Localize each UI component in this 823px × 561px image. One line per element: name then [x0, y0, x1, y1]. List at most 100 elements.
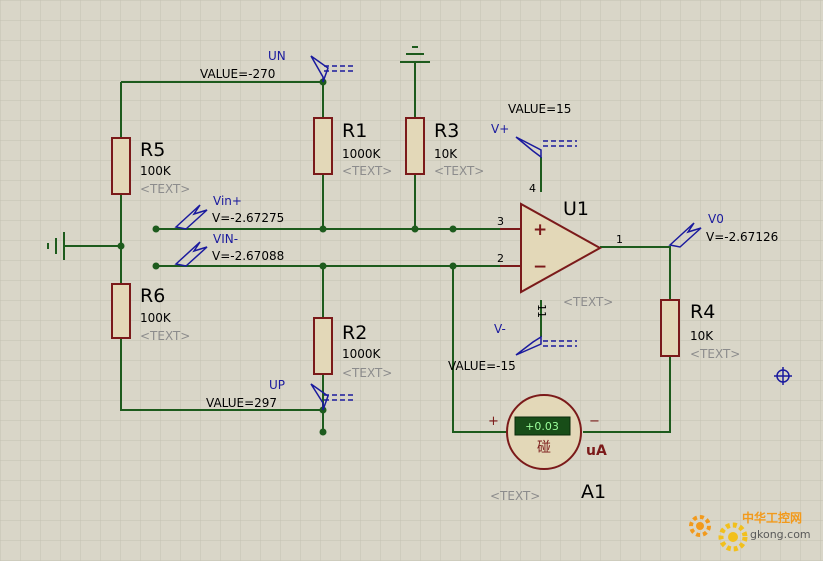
resistor-r1[interactable]: R1 1000K <TEXT>	[313, 117, 392, 178]
opamp-u1[interactable]: + − U1 <TEXT> 3 2 1 4 11	[497, 182, 623, 318]
resistor-r2[interactable]: R2 1000K <TEXT>	[313, 317, 392, 380]
pin-3-label: 3	[497, 215, 504, 228]
terminal-up[interactable]: UP VALUE=297	[206, 378, 356, 411]
r2-ref: R2	[342, 322, 367, 344]
watermark-text: 中华工控网	[742, 510, 802, 525]
terminal-vminus[interactable]: V- VALUE=-15	[448, 322, 577, 373]
probe-vo-value: V=-2.67126	[706, 230, 778, 244]
probe-vin-minus[interactable]: VIN- V=-2.67088	[174, 232, 284, 267]
r3-ref: R3	[434, 120, 459, 142]
wire-ammeter-plus[interactable]	[452, 266, 507, 433]
resistor-r6[interactable]: R6 100K <TEXT>	[111, 283, 190, 343]
origin-marker-icon	[774, 367, 792, 385]
probe-vin-minus-value: V=-2.67088	[212, 249, 284, 263]
pin-2-label: 2	[497, 252, 504, 265]
r3-text: <TEXT>	[434, 164, 484, 178]
r6-ref: R6	[140, 285, 165, 307]
r2-text: <TEXT>	[342, 366, 392, 380]
terminal-vplus-name: V+	[491, 122, 509, 136]
opamp-body	[520, 202, 603, 294]
probe-vin-plus-name: Vin+	[213, 194, 242, 208]
resistor-r4[interactable]: R4 10K <TEXT>	[660, 299, 740, 361]
junction-dot	[449, 225, 457, 233]
resistor-r5[interactable]: R5 100K <TEXT>	[111, 137, 190, 196]
r1-text: <TEXT>	[342, 164, 392, 178]
r4-value: 10K	[690, 329, 714, 343]
ammeter-reading: +0.03	[525, 420, 559, 433]
junction-dot	[152, 262, 160, 270]
opamp-input-pins	[500, 228, 521, 267]
r6-text: <TEXT>	[140, 329, 190, 343]
ammeter-a1[interactable]: +0.03 碰 uA + − A1 <TEXT>	[488, 394, 607, 503]
terminal-vminus-value: VALUE=-15	[448, 359, 516, 373]
ground-top-icon[interactable]	[400, 46, 430, 63]
ammeter-plus: +	[488, 414, 499, 429]
junction-dot	[152, 225, 160, 233]
u1-text: <TEXT>	[563, 295, 613, 309]
watermark-url: gkong.com	[750, 528, 811, 541]
watermark: 中华工控网 gkong.com	[689, 510, 811, 552]
junction-dot	[319, 225, 327, 233]
resistor-body	[111, 283, 131, 339]
terminal-un-icon	[310, 55, 329, 83]
junction-dot	[319, 428, 327, 436]
probe-vo[interactable]: V0 V=-2.67126	[668, 212, 778, 248]
wire-bottom[interactable]	[120, 338, 323, 411]
probe-vo-name: V0	[708, 212, 724, 226]
a1-ref: A1	[581, 481, 606, 503]
junction-dot	[411, 225, 419, 233]
r4-ref: R4	[690, 301, 715, 323]
ammeter-unit: uA	[586, 443, 607, 459]
junction-dot	[117, 242, 125, 250]
probe-vin-plus[interactable]: Vin+ V=-2.67275	[174, 194, 284, 230]
pin-4-label: 4	[529, 182, 536, 195]
u1-ref: U1	[563, 198, 589, 220]
r4-text: <TEXT>	[690, 347, 740, 361]
probe-vin-minus-name: VIN-	[213, 232, 238, 246]
wire-output[interactable]	[600, 246, 671, 300]
opamp-plus-sign: +	[533, 220, 547, 240]
probe-vo-icon	[668, 222, 702, 248]
junction-dot	[449, 262, 457, 270]
resistor-r3[interactable]: R3 10K <TEXT>	[405, 117, 484, 178]
probe-vin-plus-icon	[174, 204, 208, 230]
probe-vin-plus-value: V=-2.67275	[212, 211, 284, 225]
resistor-body	[405, 117, 425, 175]
wires	[64, 62, 671, 433]
pin-11-label: 11	[535, 304, 548, 318]
ammeter-glyph: 碰	[537, 440, 551, 456]
terminal-vplus-value: VALUE=15	[508, 102, 571, 116]
terminal-vplus-icon	[515, 136, 542, 159]
ammeter-minus: −	[589, 414, 600, 429]
terminal-vminus-icon	[515, 335, 542, 356]
opamp-minus-sign: −	[533, 257, 547, 277]
r1-value: 1000K	[342, 147, 382, 161]
r5-value: 100K	[140, 164, 172, 178]
r5-ref: R5	[140, 139, 165, 161]
r5-text: <TEXT>	[140, 182, 190, 196]
ground-left-icon[interactable]	[47, 232, 65, 260]
terminal-un[interactable]: UN VALUE=-270	[200, 49, 356, 83]
terminal-up-name: UP	[269, 378, 285, 392]
resistor-body	[111, 137, 131, 195]
resistor-body	[660, 299, 680, 357]
terminal-un-name: UN	[268, 49, 286, 63]
terminal-vplus[interactable]: V+ VALUE=15	[491, 102, 577, 159]
terminal-up-value: VALUE=297	[206, 396, 277, 410]
wire-ammeter-minus[interactable]	[583, 356, 671, 433]
r6-value: 100K	[140, 311, 172, 325]
r1-ref: R1	[342, 120, 367, 142]
resistor-body	[313, 317, 333, 375]
ammeter-display	[514, 416, 571, 436]
probe-vin-minus-icon	[174, 241, 208, 267]
terminal-vminus-name: V-	[494, 322, 506, 336]
a1-text: <TEXT>	[490, 489, 540, 503]
gear-icon	[689, 515, 748, 552]
pin-1-label: 1	[616, 233, 623, 246]
resistor-body	[313, 117, 333, 175]
junction-dot	[319, 262, 327, 270]
r2-value: 1000K	[342, 347, 382, 361]
r3-value: 10K	[434, 147, 458, 161]
